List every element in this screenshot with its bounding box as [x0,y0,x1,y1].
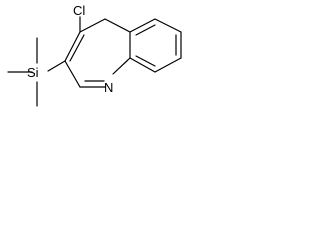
atom-label-chlorine: Cl [73,3,85,18]
atom-label-silicon: Si [27,65,39,80]
double-bond-c8-c8a [135,55,156,67]
bond-c8a-n1 [112,57,131,75]
bond-c7-c8 [154,57,182,73]
atom-label-nitrogen: N [104,80,113,95]
bond-c8-c8a [129,57,156,73]
double-bond-c3-c4 [69,34,85,62]
molecule-diagram: Cl Si N [0,0,226,120]
bond-c4-c4a [104,18,131,33]
bond-c5-c6 [154,18,182,33]
bond-c2-c3 [64,60,81,88]
bond-c3-c4 [64,31,81,62]
bond-c3-si [47,60,66,72]
bond-c4a-c5 [129,18,156,33]
double-bond-c4a-c5 [135,24,156,36]
bond-c4-c4-connector [79,18,106,33]
structure-svg: Cl Si N [7,3,182,107]
